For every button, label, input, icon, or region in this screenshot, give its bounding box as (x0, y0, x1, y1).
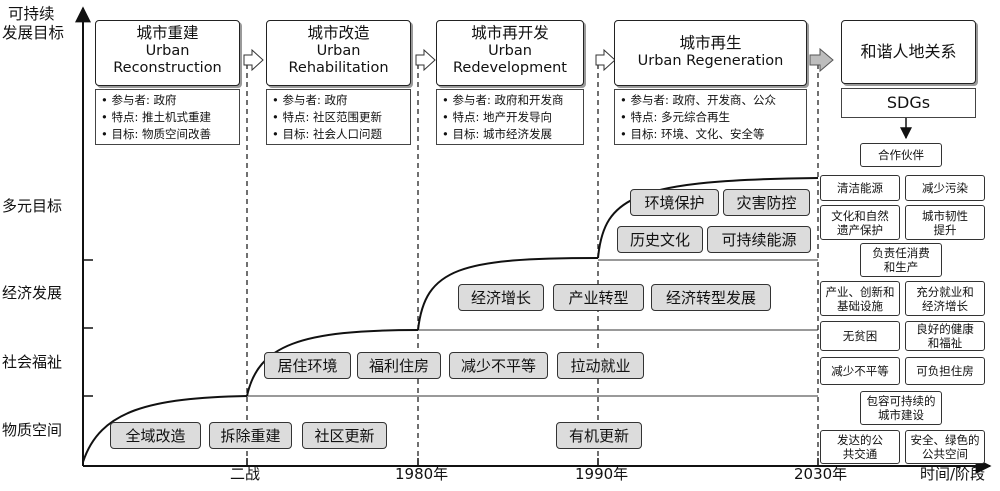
sdg-industry-innovation: 产业、创新和基础设施 (820, 281, 900, 316)
era-point: • 特点: 社区范围更新 (272, 110, 382, 124)
x-tick-1990: 1990年 (575, 465, 629, 483)
era-title-zh: 城市改造 (307, 24, 370, 42)
era-title-zh: 城市重建 (136, 24, 199, 42)
tag-industrial-transformation: 产业转型 (553, 284, 644, 311)
era-title-zh: 城市再开发 (471, 24, 549, 42)
sdg-inclusive-city: 包容可持续的城市建设 (860, 391, 942, 425)
sdg-reduce-inequality: 减少不平等 (820, 357, 900, 385)
tag-economic-growth: 经济增长 (458, 284, 544, 311)
sdg-partnership: 合作伙伴 (860, 143, 942, 167)
y-level-economic: 经济发展 (2, 284, 63, 302)
future-goal-title: 和谐人地关系 (860, 42, 957, 61)
x-tick-wwii: 二战 (230, 465, 261, 483)
era-point: • 目标: 物质空间改善 (101, 127, 211, 141)
x-tick-2030: 2030年 (794, 465, 848, 483)
sdg-culture-heritage: 文化和自然遗产保护 (820, 205, 900, 240)
arrow-era-1-2 (243, 48, 264, 72)
sdgs-box: SDGs (841, 88, 976, 118)
era-point: • 参与者: 政府、开发商、公众 (620, 93, 776, 107)
era-title-en: Urban Regeneration (637, 53, 784, 69)
era-info-reconstruction: • 参与者: 政府 • 特点: 推土机式重建 • 目标: 物质空间改善 (95, 89, 240, 145)
sdg-public-space: 安全、绿色的公共空间 (905, 430, 985, 464)
era-point: • 参与者: 政府 (101, 93, 177, 107)
era-redevelopment: 城市再开发 Urban Redevelopment (436, 20, 584, 86)
y-axis-title-line2: 发展目标 (2, 24, 65, 42)
tag-disaster-prevention: 灾害防控 (723, 189, 810, 216)
y-axis-title-line1: 可持续 (8, 5, 55, 23)
era-point: • 参与者: 政府 (272, 93, 348, 107)
sdg-affordable-housing: 可负担住房 (905, 357, 985, 385)
tag-global-renovation: 全域改造 (110, 422, 201, 449)
era-title-en: Urban Redevelopment (453, 43, 567, 76)
tag-historical-culture: 历史文化 (617, 226, 703, 253)
era-point: • 目标: 社会人口问题 (272, 127, 382, 141)
tag-community-renewal: 社区更新 (302, 422, 387, 449)
curve-2 (246, 329, 419, 397)
era-point: • 特点: 推土机式重建 (101, 110, 211, 124)
tag-living-environment: 居住环境 (264, 352, 351, 379)
sdg-no-poverty: 无贫困 (820, 321, 900, 351)
tag-organic-renewal: 有机更新 (556, 422, 642, 449)
arrow-era-3-4 (595, 48, 616, 72)
era-regeneration: 城市再生 Urban Regeneration (614, 20, 807, 86)
curve-1 (82, 395, 248, 463)
sdg-reduce-pollution: 减少污染 (905, 175, 985, 201)
era-rehabilitation: 城市改造 Urban Rehabilitation (266, 20, 411, 86)
sdg-good-health: 良好的健康和福祉 (905, 321, 985, 351)
tag-demolition-rebuild: 拆除重建 (209, 422, 292, 449)
sdg-responsible-consumption: 负责任消费和生产 (860, 243, 942, 277)
tag-boost-employment: 拉动就业 (557, 352, 644, 379)
future-goal-box: 和谐人地关系 (841, 20, 976, 84)
tag-sustainable-energy: 可持续能源 (707, 226, 811, 253)
era-title-en: Urban Reconstruction (113, 43, 222, 76)
arrow-era-4-future (809, 47, 834, 73)
era-info-regeneration: • 参与者: 政府、开发商、公众 • 特点: 多元综合再生 • 目标: 环境、文… (614, 89, 807, 145)
y-level-social: 社会福祉 (2, 353, 63, 371)
sdg-full-employment: 充分就业和经济增长 (905, 281, 985, 316)
era-point: • 参与者: 政府和开发商 (442, 93, 564, 107)
sdg-urban-resilience: 城市韧性提升 (905, 205, 985, 240)
era-point: • 特点: 地产开发导向 (442, 110, 552, 124)
era-point: • 特点: 多元综合再生 (620, 110, 730, 124)
sdgs-label: SDGs (886, 93, 931, 112)
arrow-era-2-3 (415, 48, 436, 72)
sdg-public-transport: 发达的公共交通 (820, 430, 900, 464)
era-info-rehabilitation: • 参与者: 政府 • 特点: 社区范围更新 • 目标: 社会人口问题 (266, 89, 411, 145)
curve-3 (417, 257, 599, 331)
tag-economic-transformation: 经济转型发展 (651, 284, 771, 311)
x-axis-title: 时间/阶段 (920, 465, 986, 483)
era-reconstruction: 城市重建 Urban Reconstruction (95, 20, 240, 86)
tag-reduce-inequality: 减少不平等 (449, 352, 548, 379)
tag-environmental-protection: 环境保护 (630, 189, 719, 216)
era-info-redevelopment: • 参与者: 政府和开发商 • 特点: 地产开发导向 • 目标: 城市经济发展 (436, 89, 584, 145)
era-point: • 目标: 环境、文化、安全等 (620, 127, 765, 141)
y-level-physical: 物质空间 (2, 421, 63, 439)
era-title-zh: 城市再生 (679, 34, 742, 52)
tag-welfare-housing: 福利住房 (357, 352, 441, 379)
sdg-clean-energy: 清洁能源 (820, 175, 900, 201)
y-level-diverse: 多元目标 (2, 197, 63, 215)
era-point: • 目标: 城市经济发展 (442, 127, 552, 141)
era-title-en: Urban Rehabilitation (288, 43, 389, 76)
x-tick-1980: 1980年 (395, 465, 449, 483)
